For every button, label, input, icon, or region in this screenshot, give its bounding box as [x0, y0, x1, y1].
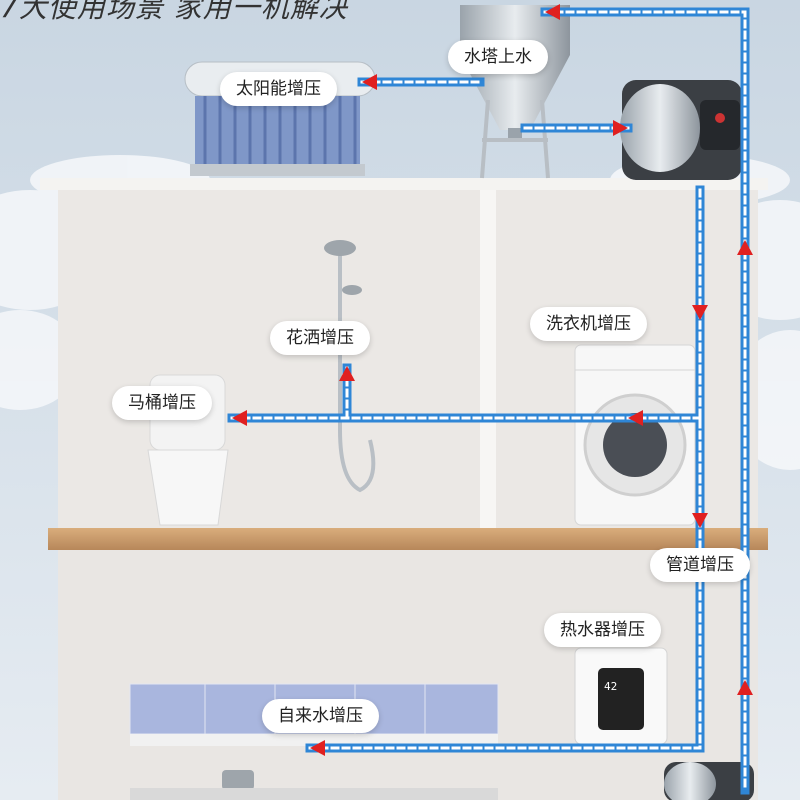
label-water-tower: 水塔上水 — [448, 40, 548, 74]
flow-arrows — [232, 4, 753, 756]
heater-display: 42 — [604, 680, 618, 693]
water-heater — [574, 647, 668, 745]
arrow-up-2 — [737, 680, 753, 695]
label-tap-water: 自来水增压 — [262, 699, 379, 733]
shower-head — [324, 240, 356, 256]
label-solar: 太阳能增压 — [220, 72, 337, 106]
label-shower: 花洒增压 — [270, 321, 370, 355]
arrow-washer — [628, 410, 643, 426]
arrow-shower — [339, 366, 355, 381]
washing-machine — [574, 344, 696, 526]
arrow-pump-in — [613, 120, 628, 136]
label-washer: 洗衣机增压 — [530, 307, 647, 341]
roof-slab — [40, 178, 768, 190]
arrow-kitchen — [310, 740, 325, 756]
pump-bottom — [664, 762, 754, 800]
pump-top — [620, 80, 742, 180]
label-pipeline: 管道增压 — [650, 548, 750, 582]
label-toilet: 马桶增压 — [112, 386, 212, 420]
headline: 7大使用场景 家用一机解决 — [0, 0, 348, 24]
arrow-down-2 — [692, 513, 708, 528]
arrow-solar — [362, 74, 377, 90]
arrow-tower — [545, 4, 560, 20]
pipes — [227, 7, 750, 795]
arrow-toilet — [232, 410, 247, 426]
label-water-heater: 热水器增压 — [544, 613, 661, 647]
floor-shelf — [48, 528, 768, 550]
divider-wall — [480, 190, 496, 535]
hand-shower — [342, 285, 362, 295]
arrow-up-1 — [737, 240, 753, 255]
arrow-down-1 — [692, 305, 708, 320]
